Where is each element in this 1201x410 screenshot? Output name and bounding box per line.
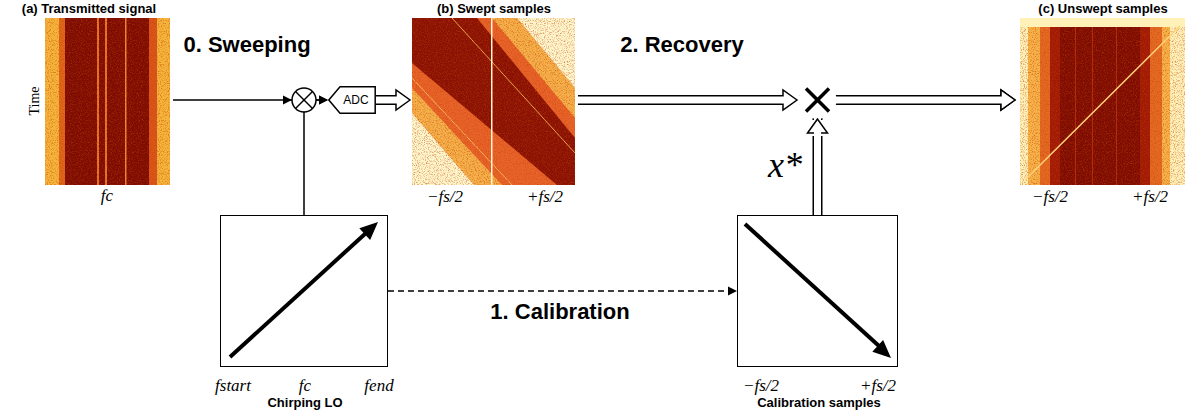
- mixer-symbol: [296, 92, 313, 109]
- connector: [818, 100, 1002, 215]
- connector: [818, 90, 1016, 215]
- multiply-symbol: [806, 89, 829, 112]
- multiply-symbol: [808, 119, 828, 133]
- calibration-box: −fs/2+fs/2Calibration samples: [737, 215, 898, 367]
- tick-label: fc: [101, 186, 113, 206]
- connector: [1001, 90, 1015, 110]
- box-caption: Chirping LO: [267, 395, 342, 410]
- spectrogram-b: [412, 18, 575, 185]
- spectrogram-b: [412, 18, 575, 185]
- connector: [1001, 90, 1015, 110]
- connector: [388, 290, 728, 292]
- spectrogram-a: [45, 18, 170, 185]
- tick-label: fstart: [215, 376, 251, 396]
- mixer-symbol: [283, 96, 292, 105]
- mixer-symbol: [283, 88, 316, 112]
- calibration-arrow: [745, 224, 891, 358]
- block-label: ADC: [343, 93, 368, 107]
- spectrogram-a: [45, 18, 170, 185]
- tick-label: fend: [364, 376, 393, 396]
- stage-label: 2. Recovery: [620, 32, 744, 58]
- chirp-arrow: [359, 222, 378, 240]
- connector: [818, 100, 1004, 215]
- stage-label: 0. Sweeping: [183, 32, 310, 58]
- panel-title: (b) Swept samples: [437, 1, 551, 16]
- calibration-arrow: [872, 340, 891, 358]
- tick-label: +fs/2: [527, 187, 563, 207]
- spectrogram-c: [1020, 18, 1185, 27]
- spectrogram-panel: (a) Transmitted signalTime fc: [5, 0, 173, 205]
- calibration-arrow: [745, 224, 879, 346]
- panel-title: (c) Unswept samples: [1038, 1, 1167, 16]
- chirp-arrow: [230, 233, 366, 357]
- connector: [304, 100, 319, 215]
- connector: [376, 90, 410, 110]
- spectrogram-c: [1020, 18, 1185, 185]
- box-caption: Calibration samples: [757, 395, 881, 410]
- connector: [376, 97, 398, 104]
- spectrogram-panel: (b) Swept samples −fs/2 +fs/2: [410, 0, 578, 205]
- connector: [319, 96, 328, 105]
- spectrogram-c: [1025, 26, 1180, 180]
- spectrogram-c: [1020, 18, 1185, 185]
- connector: [396, 90, 410, 110]
- chirp-arrow: [230, 222, 378, 357]
- multiply-symbol: [806, 89, 829, 112]
- connector: [728, 287, 737, 296]
- multiply-symbol: [814, 132, 821, 135]
- tick-label: +fs/2: [1132, 187, 1168, 207]
- spectrogram-a: [45, 18, 170, 185]
- spectrogram-panel: (c) Unswept samples −fs/2 +fs/2: [1015, 0, 1195, 205]
- connector: [388, 287, 737, 296]
- multiply-symbol: [782, 97, 785, 104]
- adc-outline: [329, 87, 375, 113]
- chirp-box: fstartfcfendChirping LO: [220, 215, 388, 367]
- axis-label: Time: [27, 86, 43, 115]
- tick-label: −fs/2: [427, 187, 463, 207]
- edge-label: x*: [768, 144, 802, 186]
- multiply-symbol: [782, 81, 837, 136]
- multiply-symbol: [799, 81, 837, 119]
- spectrogram-b: [412, 18, 575, 185]
- spectrogram-c: [1020, 18, 1185, 185]
- tick-label: −fs/2: [1032, 187, 1068, 207]
- spectrogram-b: [412, 18, 575, 185]
- mixer-symbol: [296, 92, 313, 109]
- multiply-symbol: [783, 90, 797, 110]
- panel-title: (a) Transmitted signal: [22, 1, 156, 16]
- connector: [319, 96, 328, 105]
- spectrogram-b: [491, 18, 493, 185]
- tick-label: −fs/2: [743, 376, 779, 396]
- mixer-symbol: [292, 88, 316, 112]
- tick-label: fc: [299, 376, 311, 396]
- edge-label: 1. Calibration: [490, 299, 629, 325]
- connector: [304, 96, 328, 216]
- adc-block: ADC: [328, 86, 376, 114]
- tick-label: +fs/2: [860, 376, 896, 396]
